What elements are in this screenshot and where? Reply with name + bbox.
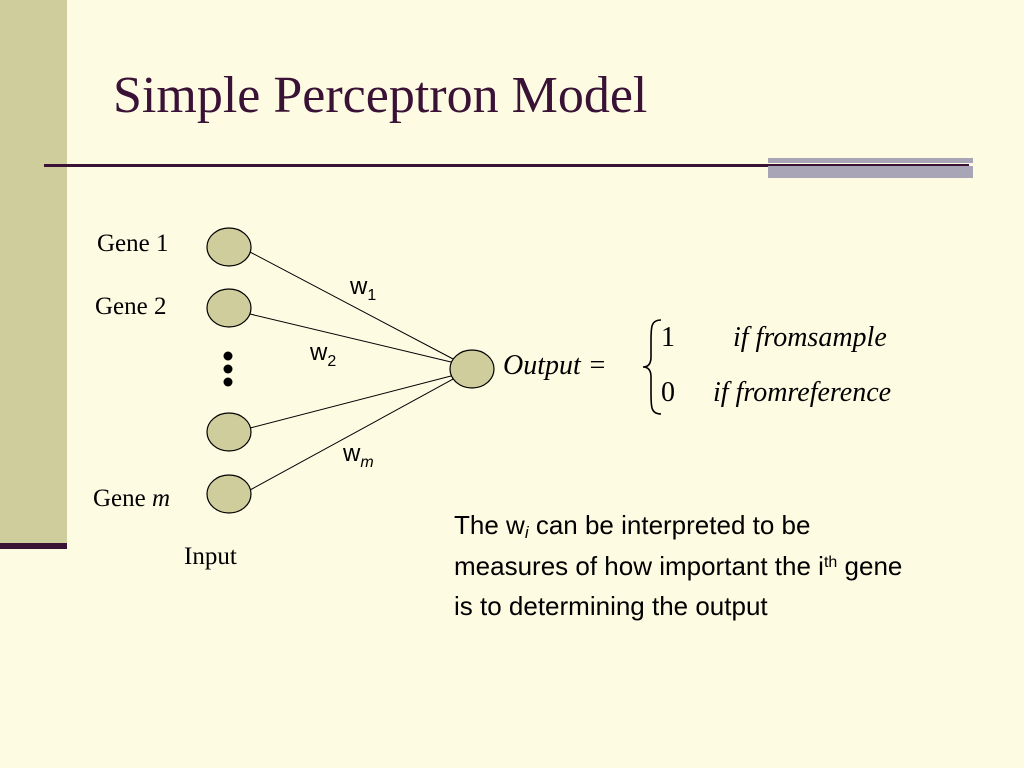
ellipsis-dot [223,364,233,374]
connection-gene2 [249,313,452,363]
weight-wm-sub-var: m [360,453,374,471]
case1-value: 1 [661,322,675,353]
brace-icon [642,319,662,415]
label-gene-m-prefix: Gene [93,485,152,512]
output-equation: Output = 1 if fromsample 0 if fromrefere… [503,317,973,417]
input-node-gene2 [206,288,252,328]
weight-w1-sub: 1 [367,286,377,304]
connection-genem [249,377,456,491]
slide-title: Simple Perceptron Model [113,67,648,124]
case2-value: 0 [661,377,675,408]
input-node-gene1 [206,227,252,267]
ellipsis-dot [223,351,233,361]
input-node-gene3 [206,412,252,452]
equation-lhs: Output = [503,350,607,381]
note-sub-i-var: i [524,523,529,542]
output-node [449,349,495,389]
ellipsis-dot [223,377,233,387]
weight-w1: w1 [350,273,376,305]
weight-w2-sub: 2 [327,352,337,370]
title-rule [44,164,969,167]
weight-w2-base: w [310,339,328,366]
left-decor-bar [0,0,67,545]
label-gene-m-var: m [152,485,171,512]
label-input: Input [184,543,237,570]
input-node-genem [206,474,252,514]
note-part3: gene is to determining the output [454,550,903,622]
weight-w2: w2 [310,339,336,371]
connection-gene3 [249,375,452,429]
explanation-text: The wi can be interpreted to be measures… [454,505,924,627]
note-sup-th: th [823,553,838,571]
case1-condition: if fromsample [733,322,887,353]
weight-wm-base: w [343,440,361,467]
label-gene-m: Gene m [93,485,170,513]
weight-wm-sub: m [360,454,373,471]
left-decor-line [0,543,67,549]
weight-wm: wm [343,440,374,472]
weight-w1-base: w [350,273,368,300]
connection-gene1 [249,251,456,361]
note-part2: can be interpreted to be measures of how… [454,510,824,581]
connection-lines [249,251,456,491]
label-gene1: Gene 1 [97,230,169,257]
label-gene2: Gene 2 [95,293,167,320]
note-part1: The w [454,510,525,540]
ellipsis-dots [223,351,233,387]
case2-condition: if fromreference [713,377,892,408]
note-sub-i: i [525,523,529,542]
title-rule-accent [768,158,973,178]
